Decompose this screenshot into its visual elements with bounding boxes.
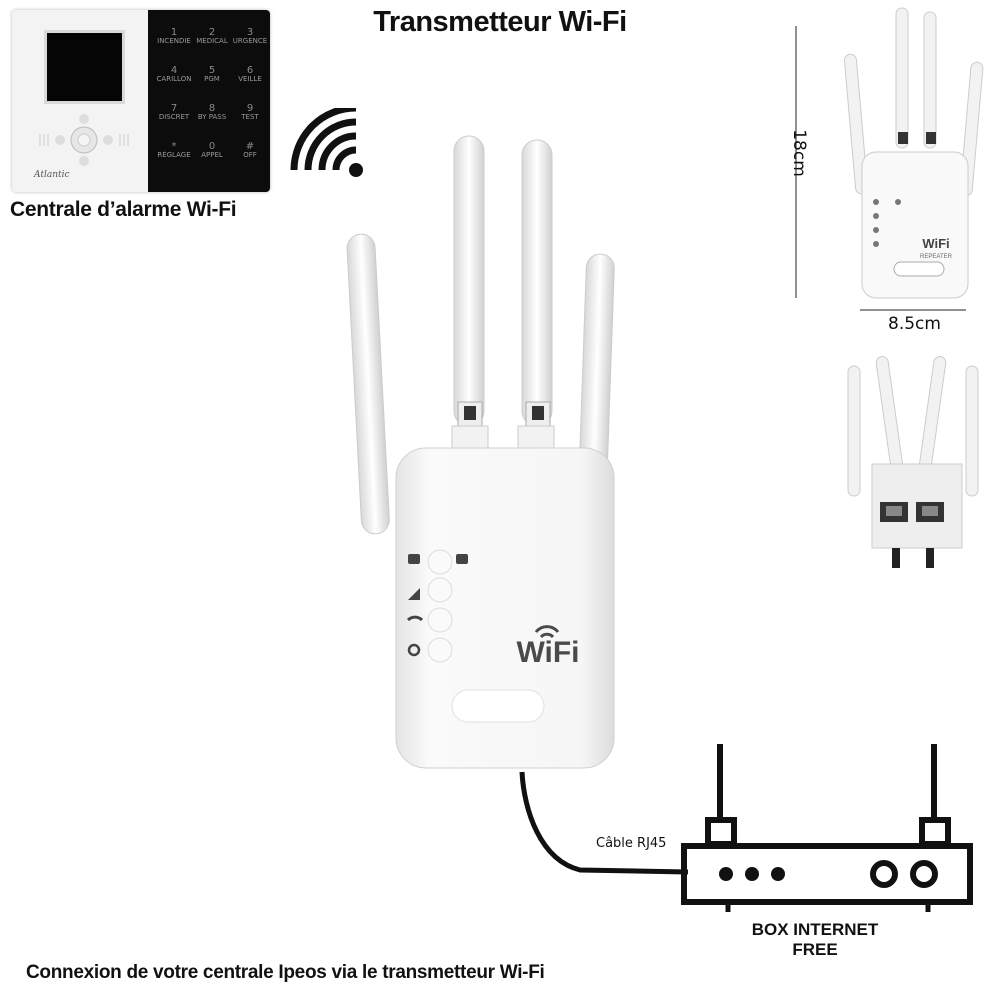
- alarm-key-label: VEILLE: [238, 75, 262, 83]
- alarm-key-digit: 1: [170, 27, 178, 38]
- page-title: Transmetteur Wi-Fi: [373, 6, 627, 38]
- alarm-panel-screen: [44, 30, 125, 104]
- repeater-logo: WiFi: [516, 636, 579, 669]
- alarm-key-label: MEDICAL: [196, 37, 228, 45]
- ethernet-cable: [519, 771, 689, 875]
- alarm-panel-nav-icon: [39, 114, 129, 166]
- alarm-key-digit: 3: [246, 27, 254, 38]
- alarm-key-label: INCENDIE: [157, 37, 191, 45]
- alarm-key-digit: *: [171, 141, 177, 152]
- alarm-key-digit: 2: [208, 27, 216, 38]
- alarm-panel-caption: Centrale d’alarme Wi-Fi: [10, 198, 237, 221]
- alarm-key-label: PGM: [204, 75, 220, 83]
- router-icon: [681, 744, 973, 912]
- thumbnail-sublabel: REPEATER: [920, 254, 953, 260]
- alarm-key-label: RÉGLAGE: [157, 151, 191, 159]
- alarm-key-digit: 6: [246, 65, 254, 76]
- alarm-key-label: DISCRET: [158, 113, 190, 121]
- cable-label: Câble RJ45: [596, 836, 667, 851]
- alarm-key-label: CARILLON: [156, 75, 192, 83]
- box-label: BOX INTERNET FREE: [740, 920, 890, 960]
- alarm-key-digit: #: [245, 141, 255, 152]
- alarm-key: #OFF: [232, 142, 268, 160]
- alarm-key-digit: 0: [208, 141, 216, 152]
- box-label-line2: FREE: [792, 940, 838, 959]
- alarm-key-label: OFF: [243, 151, 257, 159]
- alarm-key-digit: 8: [208, 103, 216, 114]
- footer-caption: Connexion de votre centrale Ipeos via le…: [26, 962, 545, 983]
- alarm-key-label: BY PASS: [197, 113, 227, 121]
- alarm-key-label: URGENCE: [232, 37, 268, 45]
- dimension-height: 18cm: [788, 129, 809, 177]
- dimension-width: 8.5cm: [888, 314, 941, 334]
- alarm-key-digit: 4: [170, 65, 178, 76]
- rear-view-thumbnail: [847, 356, 979, 568]
- alarm-key-digit: 9: [246, 103, 254, 114]
- box-label-line1: BOX INTERNET: [751, 920, 879, 939]
- repeater-device: WiFi: [346, 135, 615, 769]
- dimension-thumbnail: WiFi REPEATER: [795, 7, 984, 311]
- alarm-panel-brand: Atlantic: [34, 170, 70, 180]
- alarm-key-label: APPEL: [201, 151, 223, 159]
- alarm-key: *RÉGLAGE: [156, 142, 192, 160]
- alarm-key-digit: 5: [208, 65, 216, 76]
- thumbnail-logo: WiFi: [922, 236, 949, 251]
- alarm-panel-left: Atlantic: [12, 10, 148, 192]
- wifi-signal-icon: [290, 108, 363, 177]
- alarm-key-label: TEST: [241, 113, 259, 121]
- alarm-key-digit: 7: [170, 103, 178, 114]
